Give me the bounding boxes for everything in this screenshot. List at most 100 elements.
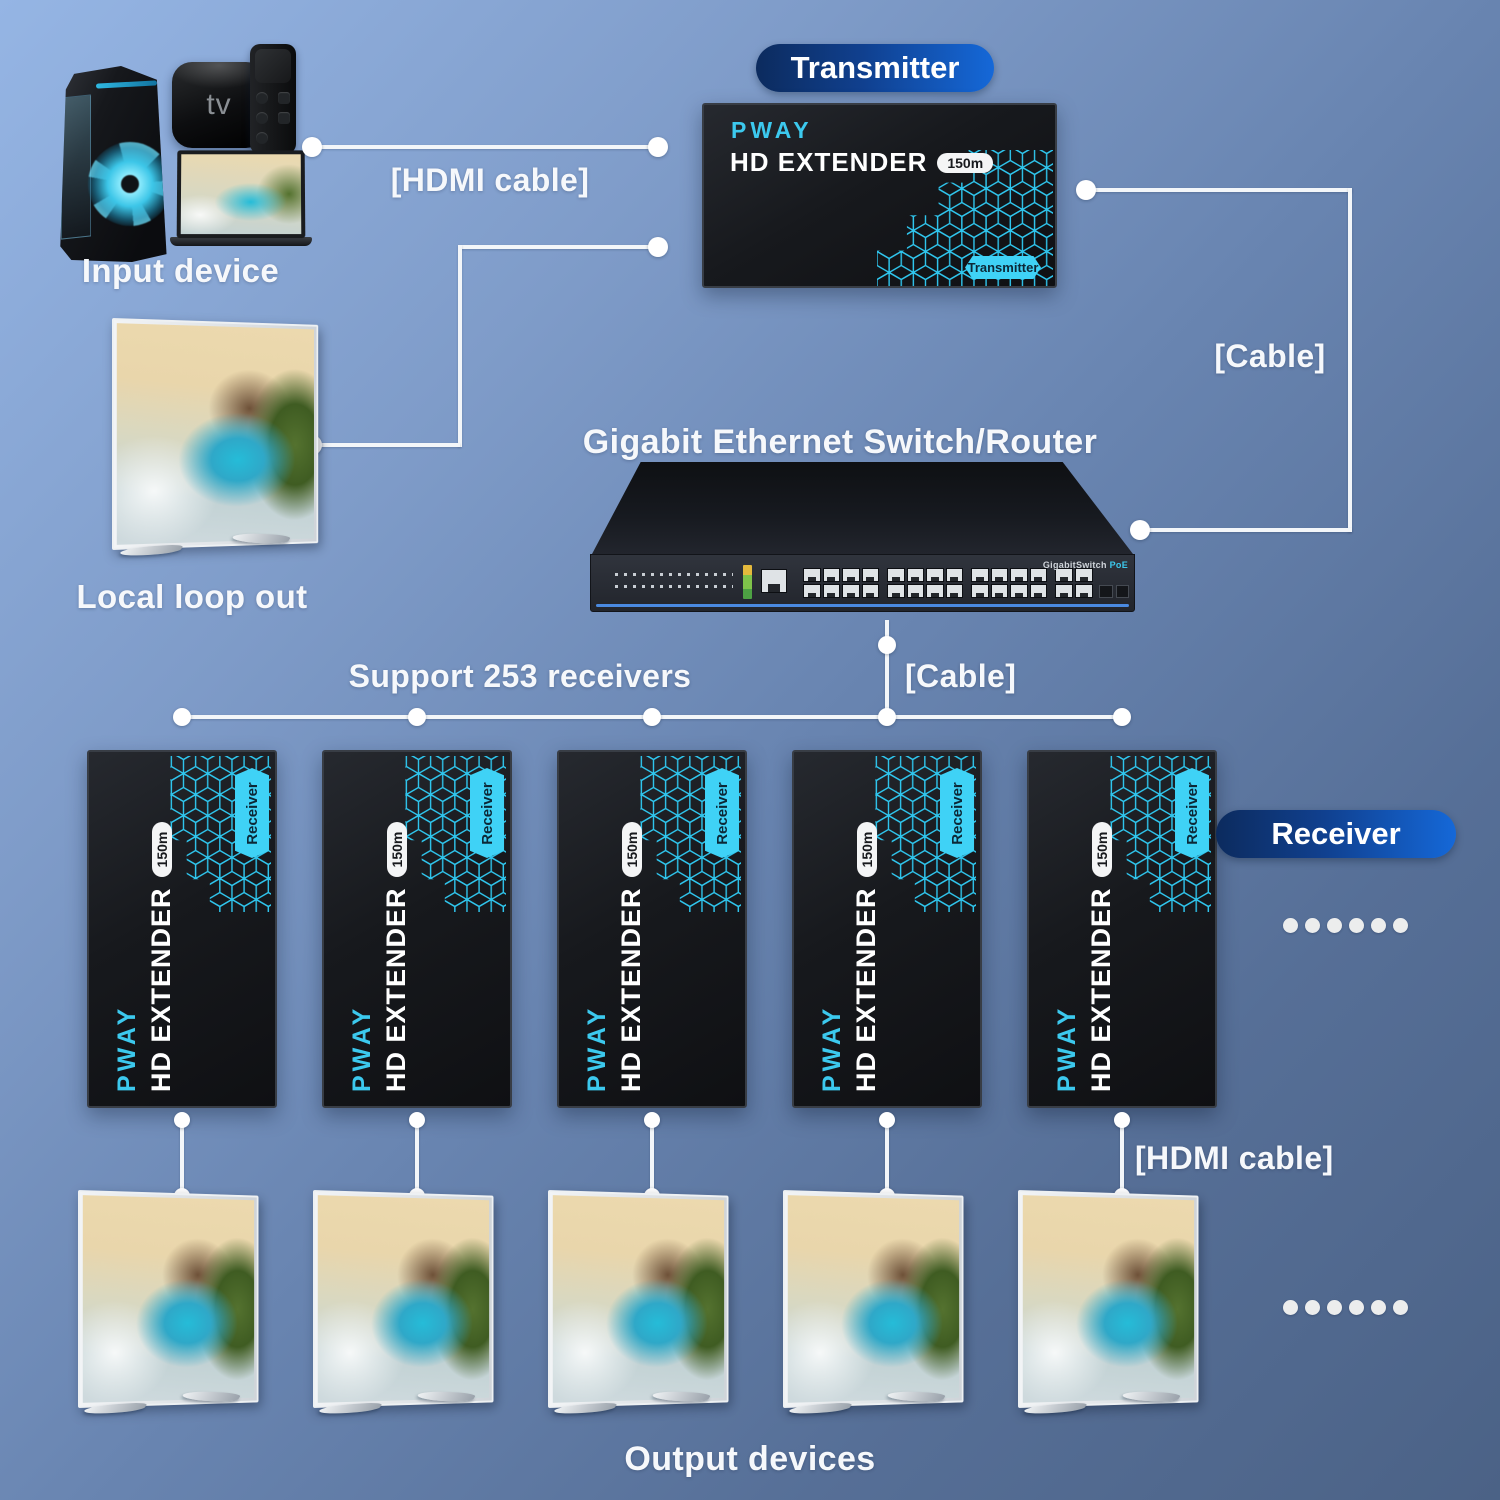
connector-dot <box>1113 708 1131 726</box>
product-name: HD EXTENDER <box>851 887 881 1092</box>
tv-remote <box>250 44 296 154</box>
connector-line <box>1348 188 1352 532</box>
output-tv-4 <box>783 1190 981 1416</box>
transmitter-unit: PWAY HD EXTENDER 150m Transmitter <box>702 103 1057 288</box>
connector-line <box>1086 188 1352 192</box>
pc-accent-stripe <box>96 80 157 89</box>
connector-line <box>415 1119 419 1197</box>
cable-right-label: [Cable] <box>1214 338 1326 374</box>
switch-front-panel: GigabitSwitch PoE <box>590 554 1135 612</box>
output-tv-1 <box>78 1190 276 1416</box>
local-loop-tv <box>112 318 340 558</box>
connector-line <box>1140 528 1352 532</box>
product-name: HD EXTENDER <box>616 887 646 1092</box>
connector-line <box>312 443 460 447</box>
product-name: HD EXTENDER <box>146 887 176 1092</box>
product-name: HD EXTENDER <box>1086 887 1116 1092</box>
receiver-unit-1: Receiver PWAY HD EXTENDER 150m <box>87 750 277 1108</box>
connector-dot <box>648 237 668 257</box>
output-tv-2 <box>313 1190 511 1416</box>
switch-port-group <box>803 568 879 598</box>
input-device-label: Input device <box>81 252 280 289</box>
connector-dot <box>1114 1112 1130 1128</box>
distance-badge: 150m <box>1091 821 1112 878</box>
distance-badge: 150m <box>621 821 642 878</box>
hdmi-cable-bottom-label: [HDMI cable] <box>1135 1140 1334 1176</box>
switch-led-rows <box>615 571 733 593</box>
laptop-screen <box>176 150 306 239</box>
tv-screen <box>1022 1195 1195 1403</box>
tv-screen <box>317 1195 490 1403</box>
switch-lid <box>592 462 1133 554</box>
connector-dot <box>648 137 668 157</box>
switch-sfp-slots <box>1099 585 1129 598</box>
apple-tv-label: tv <box>206 88 232 121</box>
connector-dot <box>408 708 426 726</box>
tv-screen <box>82 1195 255 1403</box>
connector-line <box>885 1119 889 1197</box>
transmitter-tag-badge: Transmitter <box>965 256 1041 279</box>
connector-dot <box>879 1112 895 1128</box>
brand-logo: PWAY <box>348 1004 376 1092</box>
support-receivers-label: Support 253 receivers <box>348 658 692 694</box>
receiver-unit-4: Receiver PWAY HD EXTENDER 150m <box>792 750 982 1108</box>
product-name: HD EXTENDER <box>381 887 411 1092</box>
pc-side-window <box>61 94 91 240</box>
connector-line <box>180 1119 184 1197</box>
distance-badge: 150m <box>151 821 172 878</box>
switch-title: Gigabit Ethernet Switch/Router <box>582 423 1098 461</box>
pc-tower <box>60 66 167 262</box>
tv-screen <box>787 1195 960 1403</box>
connector-dot <box>1130 520 1150 540</box>
connector-dot <box>173 708 191 726</box>
more-receivers-ellipsis <box>1283 918 1408 933</box>
connector-dot <box>643 708 661 726</box>
connector-dot <box>1076 180 1096 200</box>
brand-logo: PWAY <box>113 1004 141 1092</box>
pc-fan-glow <box>88 142 167 226</box>
distance-badge: 150m <box>856 821 877 878</box>
connector-line <box>460 245 658 249</box>
switch-brand-text: GigabitSwitch PoE <box>1042 560 1128 570</box>
laptop <box>170 150 312 246</box>
switch-port-group <box>887 568 963 598</box>
receiver-tag-badge: Receiver <box>940 768 974 858</box>
receiver-pill: Receiver <box>1216 810 1456 858</box>
connector-line <box>650 1119 654 1197</box>
connector-dot <box>878 708 896 726</box>
hdmi-cable-top-label: [HDMI cable] <box>390 162 590 198</box>
receiver-tag-badge: Receiver <box>235 768 269 858</box>
brand-logo: PWAY <box>1053 1004 1081 1092</box>
remote-touchpad <box>255 49 291 83</box>
receiver-tag-badge: Receiver <box>705 768 739 858</box>
output-devices-label: Output devices <box>624 1440 876 1478</box>
local-loop-out-label: Local loop out <box>76 578 308 615</box>
connector-line <box>458 245 462 447</box>
switch-blue-stripe <box>596 604 1129 607</box>
brand-logo: PWAY <box>731 117 813 143</box>
receiver-unit-2: Receiver PWAY HD EXTENDER 150m <box>322 750 512 1108</box>
connector-line <box>1120 1119 1124 1197</box>
connector-line <box>312 145 658 149</box>
transmitter-pill: Transmitter <box>756 44 994 92</box>
receiver-unit-3: Receiver PWAY HD EXTENDER 150m <box>557 750 747 1108</box>
receiver-unit-5: Receiver PWAY HD EXTENDER 150m <box>1027 750 1217 1108</box>
more-tvs-ellipsis <box>1283 1300 1408 1315</box>
output-tv-3 <box>548 1190 746 1416</box>
switch-mgmt-port <box>761 569 787 593</box>
connector-line <box>885 620 889 717</box>
output-tv-5 <box>1018 1190 1216 1416</box>
switch-port-group <box>971 568 1047 598</box>
switch-uplink-ports <box>1055 568 1093 598</box>
connector-dot <box>878 636 896 654</box>
brand-logo: PWAY <box>583 1004 611 1092</box>
product-name: HD EXTENDER <box>730 147 928 177</box>
brand-logo: PWAY <box>818 1004 846 1092</box>
tv-screen <box>552 1195 725 1403</box>
receiver-tag-badge: Receiver <box>470 768 504 858</box>
distance-badge: 150m <box>937 152 994 173</box>
receiver-tag-badge: Receiver <box>1175 768 1209 858</box>
switch-status-leds <box>743 565 752 599</box>
connector-dot <box>409 1112 425 1128</box>
